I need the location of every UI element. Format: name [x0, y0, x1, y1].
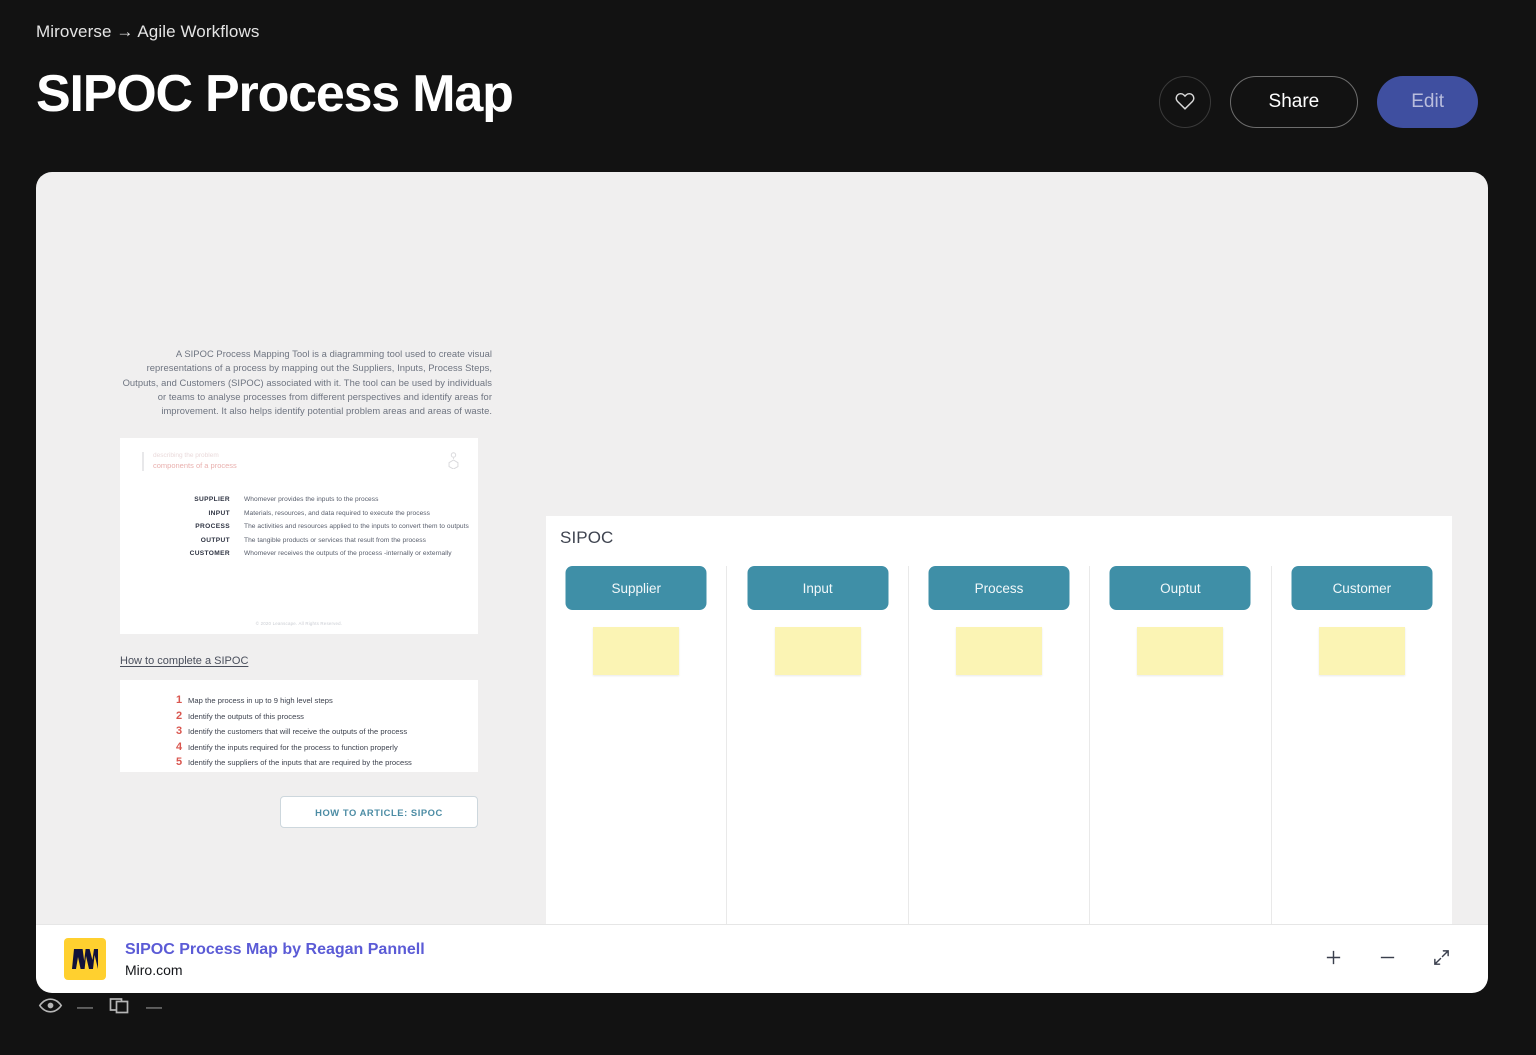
definition-desc: Materials, resources, and data required …: [244, 509, 430, 517]
how-to-steps-card: 1 Map the process in up to 9 high level …: [120, 680, 478, 773]
sipoc-frame-title: SIPOC: [560, 528, 614, 547]
attribution-bar: SIPOC Process Map by Reagan Pannell Miro…: [36, 925, 1488, 993]
step-text: Identify the outputs of this process: [188, 711, 304, 721]
column-header-supplier[interactable]: Supplier: [565, 566, 707, 610]
attribution-source: Miro.com: [125, 961, 183, 978]
step-text: Identify the customers that will receive…: [188, 727, 408, 737]
views-value: —: [77, 999, 93, 1016]
leanscape-mark-icon: [447, 452, 460, 471]
miro-logo-icon: [64, 938, 106, 980]
step-text: Identify the inputs required for the pro…: [188, 742, 398, 752]
definition-row: SUPPLIER Whomever provides the inputs to…: [120, 496, 478, 503]
sticky-note[interactable]: [774, 627, 861, 675]
zoom-out-button[interactable]: [1372, 944, 1402, 974]
definition-desc: The activities and resources applied to …: [244, 523, 469, 531]
sticky-note[interactable]: [1137, 627, 1224, 675]
sticky-note[interactable]: [956, 627, 1043, 675]
step-number: 5: [175, 756, 183, 769]
definition-row: PROCESS The activities and resources app…: [120, 523, 478, 530]
edit-button[interactable]: Edit: [1377, 76, 1478, 128]
column-header-customer[interactable]: Customer: [1291, 566, 1433, 610]
definition-row: CUSTOMER Whomever receives the outputs o…: [120, 550, 478, 557]
step-number: 3: [175, 725, 183, 738]
definition-desc: Whomever receives the outputs of the pro…: [244, 550, 452, 558]
heart-icon: [1174, 90, 1196, 115]
sipoc-column-process: Process Step 1 Capture the high level ke…: [909, 566, 1091, 978]
components-card: describing the problem components of a p…: [120, 438, 478, 635]
sticky-note[interactable]: [593, 627, 680, 675]
copies-value: —: [146, 999, 162, 1016]
definition-desc: The tangible products or services that r…: [244, 536, 426, 544]
board-canvas[interactable]: A SIPOC Process Mapping Tool is a diagra…: [36, 172, 1488, 982]
how-to-step-item: 4 Identify the inputs required for the p…: [120, 741, 478, 753]
sipoc-explainer-panel: A SIPOC Process Mapping Tool is a diagra…: [120, 347, 492, 829]
expand-icon: [1432, 948, 1451, 970]
attribution-title-link[interactable]: SIPOC Process Map by Reagan Pannell: [125, 940, 425, 958]
sticky-note[interactable]: [1318, 627, 1405, 675]
board-stats: — —: [38, 993, 162, 1023]
step-text: Identify the suppliers of the inputs tha…: [188, 758, 412, 768]
definition-term: OUTPUT: [200, 536, 230, 544]
plus-icon: [1324, 948, 1343, 970]
how-to-step-item: 5 Identify the suppliers of the inputs t…: [120, 756, 478, 768]
definition-term: INPUT: [208, 509, 230, 517]
definition-term: SUPPLIER: [194, 496, 230, 504]
sipoc-column-customer: Customer Step 3 For each output, identif…: [1272, 566, 1452, 978]
how-to-article-button[interactable]: HOW TO ARTICLE: SIPOC: [280, 796, 478, 829]
sipoc-column-output: Ouptut Step 2 For each process step, cap…: [1090, 566, 1272, 978]
header-actions: Share Edit: [1158, 76, 1478, 128]
breadcrumb[interactable]: Miroverse → Agile Workflows: [36, 22, 260, 41]
intro-paragraph: A SIPOC Process Mapping Tool is a diagra…: [122, 348, 492, 417]
definition-list: SUPPLIER Whomever provides the inputs to…: [120, 496, 478, 564]
zoom-controls: [1318, 944, 1460, 974]
step-number: 4: [175, 740, 183, 753]
column-header-input[interactable]: Input: [747, 566, 889, 610]
how-to-step-item: 3 Identify the customers that will recei…: [120, 725, 478, 737]
sipoc-frame[interactable]: SIPOC Supplier Step 5 For each input, id…: [546, 516, 1452, 982]
step-text: Map the process in up to 9 high level st…: [188, 696, 333, 706]
column-header-process[interactable]: Process: [928, 566, 1070, 610]
card-kicker: describing the problem components of a p…: [142, 452, 237, 472]
definition-term: PROCESS: [195, 523, 230, 531]
definition-row: INPUT Materials, resources, and data req…: [120, 510, 478, 517]
attribution-text: SIPOC Process Map by Reagan Pannell Miro…: [125, 941, 425, 978]
card-copyright: © 2020 Leanscape. All Rights Reserved.: [255, 621, 343, 627]
how-to-complete-link[interactable]: How to complete a SIPOC: [120, 655, 249, 668]
fullscreen-button[interactable]: [1426, 944, 1456, 974]
step-number: 2: [175, 709, 183, 722]
zoom-in-button[interactable]: [1318, 944, 1348, 974]
definition-desc: Whomever provides the inputs to the proc…: [244, 496, 379, 504]
duplicate-icon: [107, 993, 132, 1023]
copies-stat: —: [107, 993, 162, 1023]
column-header-output[interactable]: Ouptut: [1109, 566, 1251, 610]
definition-term: CUSTOMER: [189, 550, 230, 558]
share-button[interactable]: Share: [1229, 76, 1359, 128]
minus-icon: [1378, 948, 1397, 970]
views-stat: —: [38, 993, 93, 1023]
card-kicker-line2: components of a process: [153, 461, 237, 471]
how-to-step-item: 1 Map the process in up to 9 high level …: [120, 694, 478, 706]
page-title: SIPOC Process Map: [36, 65, 514, 123]
card-kicker-line1: describing the problem: [153, 452, 219, 460]
step-number: 1: [175, 694, 183, 707]
sipoc-column-supplier: Supplier Step 5 For each input, identify…: [546, 566, 728, 978]
definition-row: OUTPUT The tangible products or services…: [120, 537, 478, 544]
sipoc-columns: Supplier Step 5 For each input, identify…: [546, 566, 1452, 978]
like-button[interactable]: [1158, 76, 1211, 128]
how-to-step-item: 2 Identify the outputs of this process: [120, 710, 478, 722]
sipoc-column-input: Input Step 4 For each process step, iden…: [727, 566, 909, 978]
eye-icon: [38, 993, 63, 1023]
